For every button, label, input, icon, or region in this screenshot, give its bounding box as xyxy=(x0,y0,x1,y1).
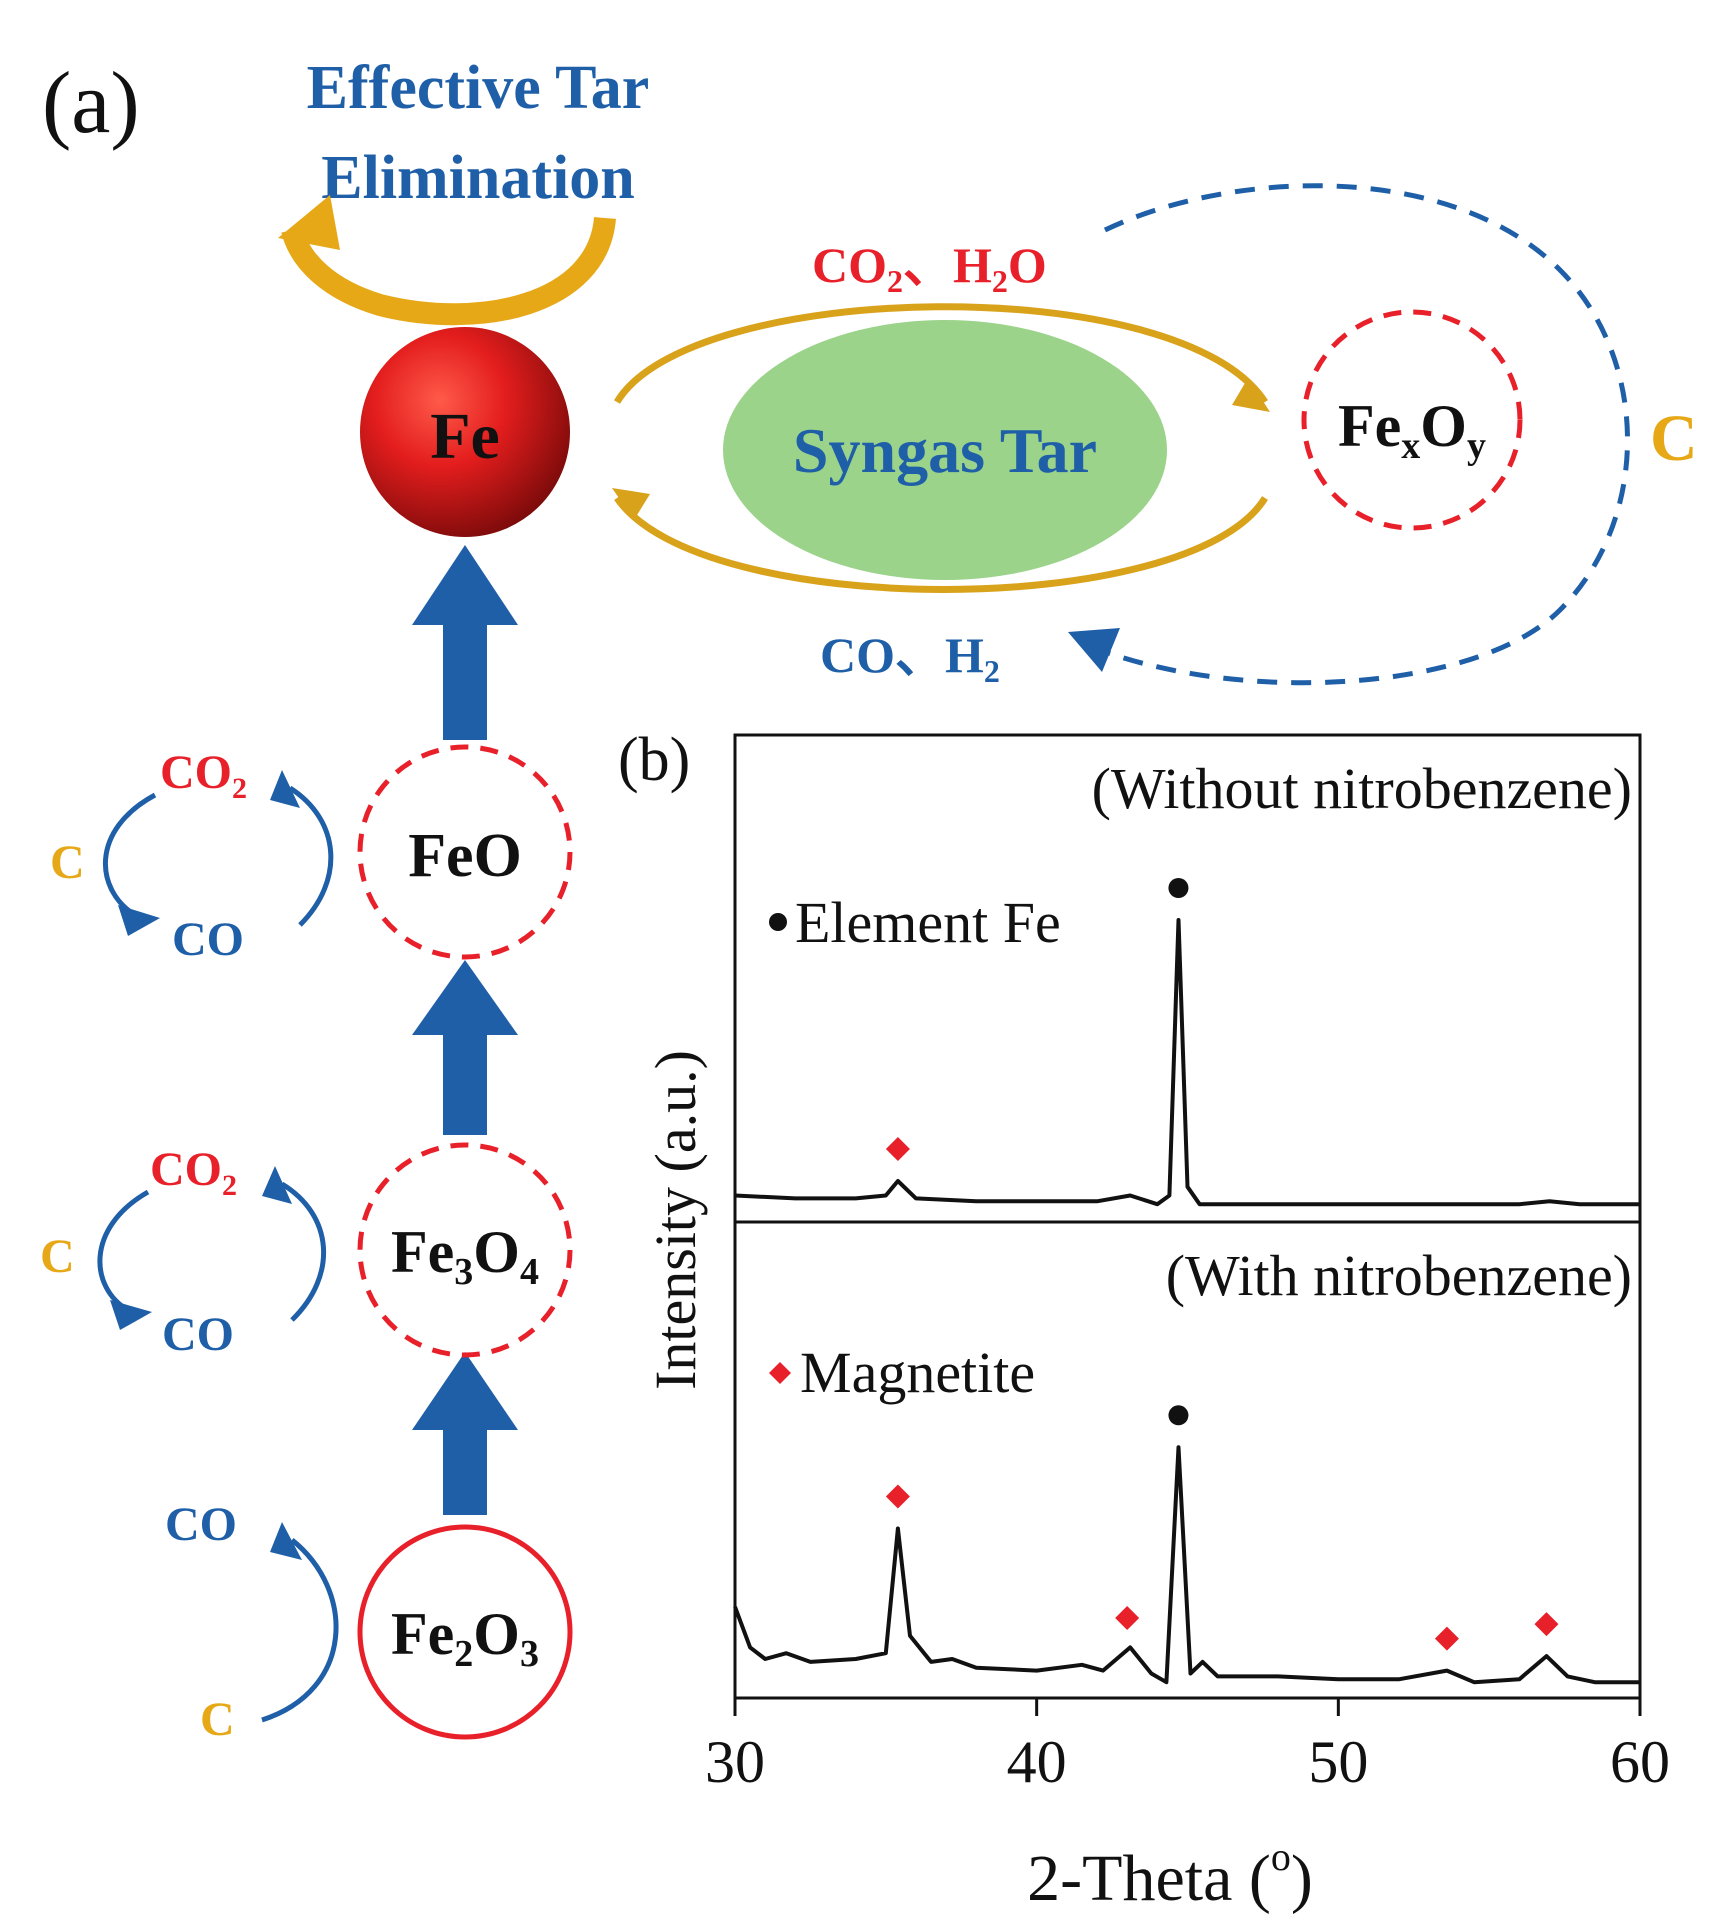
cycle-feo-left-head xyxy=(118,905,160,936)
oxidation-arc xyxy=(614,303,1268,404)
cycle-feo-co: CO xyxy=(172,913,244,966)
cycle-fe3o4-right-head xyxy=(262,1166,292,1204)
co-h2-label: CO、H2 xyxy=(820,627,1000,689)
oxidation-arc-head xyxy=(1232,378,1270,412)
panel-b-label: (b) xyxy=(618,726,690,794)
magnetite-peak-marker xyxy=(1115,1605,1140,1630)
chart-series xyxy=(733,918,1640,1685)
cycle-fe3o4-co: CO xyxy=(162,1308,234,1361)
cycle-fe3o4: CO2 C CO xyxy=(40,1143,326,1361)
x-tick-label: 50 xyxy=(1308,1729,1368,1795)
magnetite-peak-marker xyxy=(1434,1626,1459,1651)
fe2o3-circle xyxy=(357,1524,573,1740)
arrow-fe3o4-to-feo-head xyxy=(412,960,518,1035)
cycle-feo: CO2 C CO xyxy=(50,746,334,966)
magnetite-peak-marker xyxy=(885,1484,910,1509)
tar-elimination-arrow xyxy=(281,216,616,326)
fe2o3-label: Fe2O3 xyxy=(391,1601,539,1675)
tar-elimination-arrow-head xyxy=(278,195,340,250)
legend-fe-label: Element Fe xyxy=(795,890,1061,955)
cycle-fe3o4-c: C xyxy=(40,1230,75,1283)
xrd-pattern-series-2 xyxy=(733,1445,1640,1685)
cycle-fe2o3: CO C xyxy=(165,1498,339,1746)
reduction-arc xyxy=(614,496,1268,593)
element-fe-peak-marker xyxy=(1168,1405,1189,1426)
reduction-arc-head xyxy=(612,488,650,520)
arrow-feo-to-fe-head xyxy=(412,545,518,625)
cycle-feo-co2: CO2 xyxy=(160,746,247,805)
feo-circle xyxy=(357,744,573,960)
fe3o4-label: Fe3O4 xyxy=(391,1219,539,1293)
x-tick-label: 40 xyxy=(1007,1729,1067,1795)
fexoy-circle xyxy=(1301,309,1523,531)
legend-magnetite-label: Magnetite xyxy=(800,1340,1035,1405)
fexoy-label: FexOy xyxy=(1338,393,1486,467)
feo-label: FeO xyxy=(408,822,522,890)
cycle-fe3o4-left-arc xyxy=(97,1189,150,1313)
arrow-fe3o4-to-feo-shaft xyxy=(443,1030,487,1135)
x-tick-label: 30 xyxy=(705,1729,765,1795)
arrow-fe2o3-to-fe3o4-head xyxy=(412,1352,518,1430)
arrow-feo-to-fe-shaft xyxy=(443,620,487,740)
arrow-fe2o3-to-fe3o4-shaft xyxy=(443,1425,487,1515)
cycle-fe3o4-right-arc xyxy=(280,1181,326,1322)
cycle-fe3o4-left-head xyxy=(110,1300,152,1330)
cycle-feo-right-arc xyxy=(288,785,334,927)
legend-magnetite-marker xyxy=(769,1362,791,1384)
legend-fe-marker xyxy=(769,913,787,931)
title-line-2: Elimination xyxy=(321,144,635,212)
carbon-reduction-loop-head xyxy=(1068,628,1120,672)
panel-b: (b) (Without nitrobenzene) (With nitrobe… xyxy=(618,726,1670,1915)
plot-frame xyxy=(733,733,1642,1700)
cycle-feo-c: C xyxy=(50,836,85,889)
cycle-fe3o4-co2: CO2 xyxy=(150,1143,237,1202)
cycle-feo-left-arc xyxy=(103,792,157,918)
c-right-label: C xyxy=(1650,402,1698,475)
cycle-fe2o3-c: C xyxy=(200,1693,235,1746)
element-fe-peak-marker xyxy=(1168,878,1189,898)
fe-label: Fe xyxy=(430,400,500,473)
cycle-fe2o3-head xyxy=(270,1522,302,1560)
magnetite-peak-marker xyxy=(885,1137,910,1161)
syngas-tar-ellipse xyxy=(723,320,1167,580)
x-axis: 30 40 50 60 xyxy=(705,1698,1670,1795)
cycle-fe2o3-co: CO xyxy=(165,1498,237,1551)
x-tick-label: 60 xyxy=(1610,1729,1670,1795)
xrd-pattern-series-1 xyxy=(734,918,1640,1207)
co2-h2o-label: CO2、H2O xyxy=(812,237,1047,299)
x-axis-label: 2-Theta (o) xyxy=(1027,1834,1313,1915)
top-panel-title: (Without nitrobenzene) xyxy=(1092,756,1632,821)
panel-a-label: (a) xyxy=(42,55,140,152)
magnetite-peak-marker xyxy=(1534,1612,1559,1637)
fe-sphere xyxy=(360,327,570,537)
y-axis-label: Intensity (a.u.) xyxy=(643,1050,708,1390)
panel-a: (a) Effective Tar Elimination Fe Syngas … xyxy=(40,54,1698,1746)
reduction-arrows xyxy=(412,545,518,1515)
title-line-1: Effective Tar xyxy=(307,54,650,122)
syngas-tar-label: Syngas Tar xyxy=(793,415,1097,486)
fe3o4-circle xyxy=(357,1142,573,1358)
chart-markers xyxy=(885,878,1559,1651)
bottom-panel-title: (With nitrobenzene) xyxy=(1166,1243,1632,1308)
cycle-fe2o3-arc xyxy=(261,1538,339,1723)
cycle-feo-right-head xyxy=(270,770,300,808)
